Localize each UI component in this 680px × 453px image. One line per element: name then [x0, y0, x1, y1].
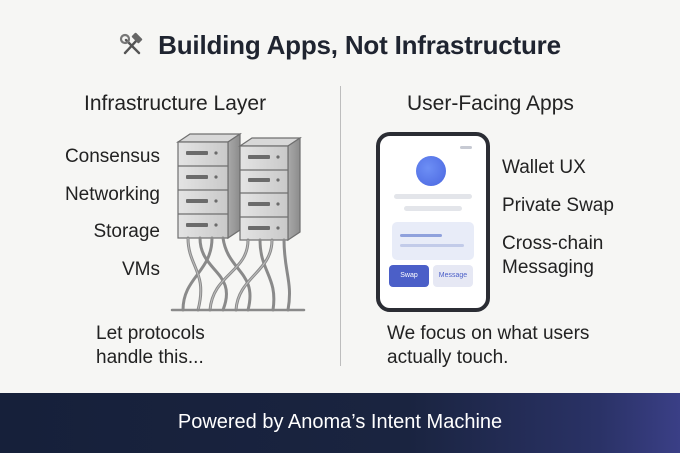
- smartphone-icon: Swap Message: [376, 132, 490, 312]
- infrastructure-item: Storage: [93, 221, 160, 242]
- footer-banner: Powered by Anoma’s Intent Machine: [0, 393, 680, 453]
- avatar: [416, 156, 446, 186]
- column-divider: [340, 86, 341, 366]
- infrastructure-list: Consensus Networking Storage VMs: [40, 144, 160, 294]
- page-title: Building Apps, Not Infrastructure: [0, 30, 680, 61]
- footer-text: Powered by Anoma’s Intent Machine: [177, 411, 503, 433]
- infrastructure-item: VMs: [122, 258, 160, 280]
- hammer-wrench-icon: [120, 32, 143, 55]
- app-item: Messaging: [502, 257, 594, 278]
- infrastructure-heading: Infrastructure Layer: [84, 92, 267, 115]
- message-button[interactable]: Message: [433, 265, 473, 287]
- app-item: Private Swap: [502, 195, 614, 216]
- swap-button[interactable]: Swap: [389, 265, 429, 287]
- infrastructure-note: Let protocols handle this...: [96, 322, 205, 370]
- infrastructure-item: Networking: [64, 183, 160, 205]
- placeholder-line: [404, 206, 462, 211]
- phone-notch: [460, 146, 472, 149]
- card-line: [400, 244, 464, 247]
- placeholder-line: [394, 194, 472, 199]
- server-rack-icon: [170, 132, 306, 312]
- apps-heading: User-Facing Apps: [407, 92, 574, 115]
- card-line: [400, 234, 442, 237]
- apps-list: Wallet UX Private Swap Cross-chain Messa…: [502, 156, 614, 294]
- infrastructure-item: Consensus: [64, 146, 160, 167]
- app-item: Wallet UX: [502, 157, 586, 178]
- title-text: Building Apps, Not Infrastructure: [158, 30, 561, 60]
- apps-note: We focus on what users actually touch.: [387, 322, 589, 370]
- note-line: We focus on what users: [387, 323, 590, 344]
- note-line: Let protocols: [96, 323, 205, 344]
- note-line: actually touch.: [387, 347, 509, 368]
- phone-card: [392, 222, 474, 260]
- app-item: Cross-chain: [502, 233, 604, 254]
- note-line: handle this...: [96, 347, 204, 368]
